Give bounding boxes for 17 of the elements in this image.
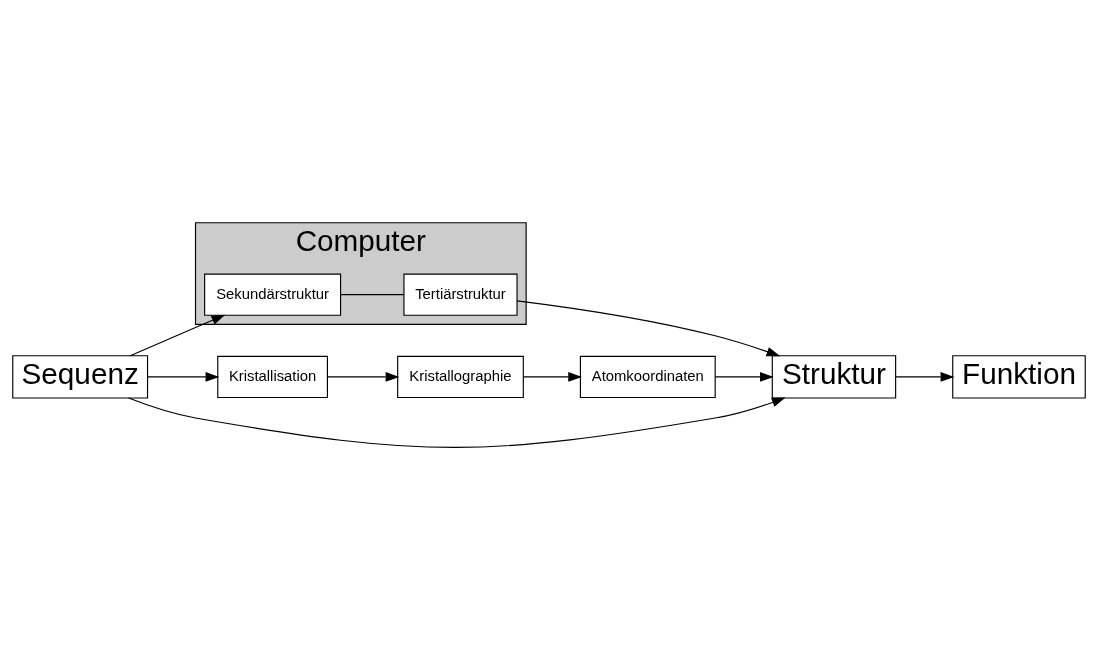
connector — [340, 294, 405, 296]
node-box: Sequenz — [12, 355, 149, 399]
node-box: Kristallographie — [397, 355, 524, 398]
arrow — [714, 372, 774, 382]
node-box: Atomkoordinaten — [579, 355, 716, 398]
arrow — [326, 372, 400, 382]
node-box: Struktur — [771, 355, 897, 399]
node-box: Kristallisation — [217, 355, 328, 398]
arrow — [128, 397, 786, 448]
arrow — [129, 314, 226, 357]
arrow — [895, 372, 955, 382]
arrow — [516, 300, 781, 357]
arrow — [523, 372, 582, 382]
arrow — [147, 372, 220, 382]
node-box: Sekundärstruktur — [204, 273, 342, 316]
node-box: Funktion — [952, 355, 1086, 399]
node-box: Tertiärstruktur — [403, 273, 518, 316]
